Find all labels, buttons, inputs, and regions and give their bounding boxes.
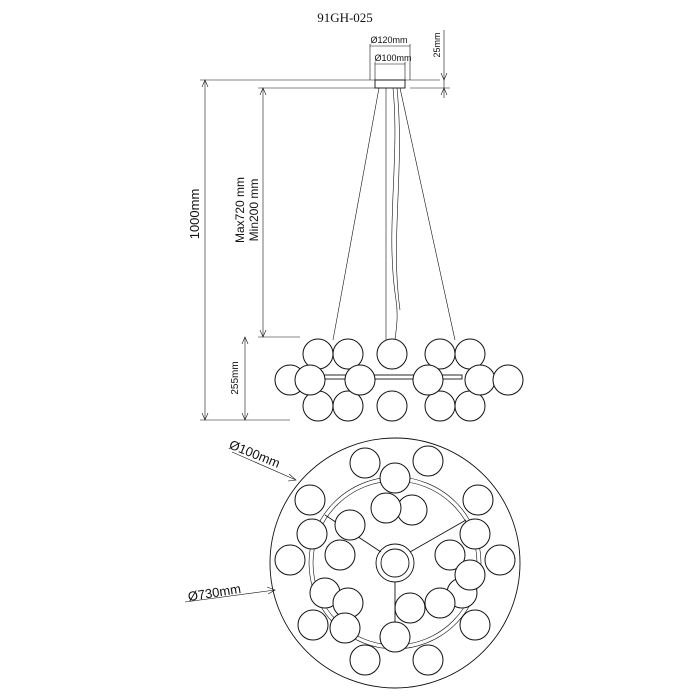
top-view: Ø100mm Ø730mm (184, 437, 521, 689)
globe (434, 539, 466, 571)
globe (464, 364, 496, 396)
globe (302, 338, 334, 370)
cable-min-label: Min200 mm (247, 179, 261, 242)
body-height-label: 255mm (230, 361, 241, 394)
overall-diameter-label: Ø730mm (187, 581, 242, 604)
top-globes (274, 445, 516, 676)
globe (349, 644, 381, 676)
globe (334, 509, 366, 541)
globe-diameter-label: Ø100mm (227, 437, 282, 471)
globe (376, 338, 408, 370)
globe (492, 364, 524, 396)
globe (324, 539, 356, 571)
globe (484, 544, 516, 576)
outer-diameter-circle (269, 437, 521, 689)
globe (459, 518, 491, 550)
canopy-outer-label: Ø120mm (370, 35, 407, 45)
globe (294, 484, 326, 516)
globe (332, 390, 364, 422)
globe (370, 492, 402, 524)
globe (394, 592, 426, 624)
canopy (374, 79, 406, 89)
globe (396, 494, 428, 526)
globe (349, 447, 381, 479)
globe (376, 390, 408, 422)
suspension-cables (332, 87, 456, 361)
side-globes (274, 338, 524, 422)
globe (274, 544, 306, 576)
side-view: 1000mm Max720 mm Min200 mm 255mm Ø120mm … (187, 30, 524, 422)
globe (454, 338, 486, 370)
model-code: 91GH-025 (317, 10, 373, 25)
globe (296, 518, 328, 550)
globe (344, 364, 376, 396)
cable-max-label: Max720 mm (233, 177, 247, 243)
globe (462, 484, 494, 516)
globe (424, 338, 456, 370)
globe (412, 445, 444, 477)
globe (454, 559, 486, 591)
center-hub (375, 543, 415, 583)
globe (294, 364, 326, 396)
globe (424, 390, 456, 422)
globe (459, 609, 491, 641)
globe (379, 621, 411, 653)
globe (329, 612, 361, 644)
globe (302, 390, 334, 422)
globe (297, 609, 329, 641)
globe (424, 587, 456, 619)
globe (379, 462, 411, 494)
globe (412, 364, 444, 396)
overall-height-label: 1000mm (187, 189, 202, 240)
globe (332, 338, 364, 370)
globe (454, 390, 486, 422)
canopy-height-label: 25mm (432, 32, 442, 57)
globe (412, 644, 444, 676)
canopy-inner-label: Ø100mm (374, 53, 411, 63)
